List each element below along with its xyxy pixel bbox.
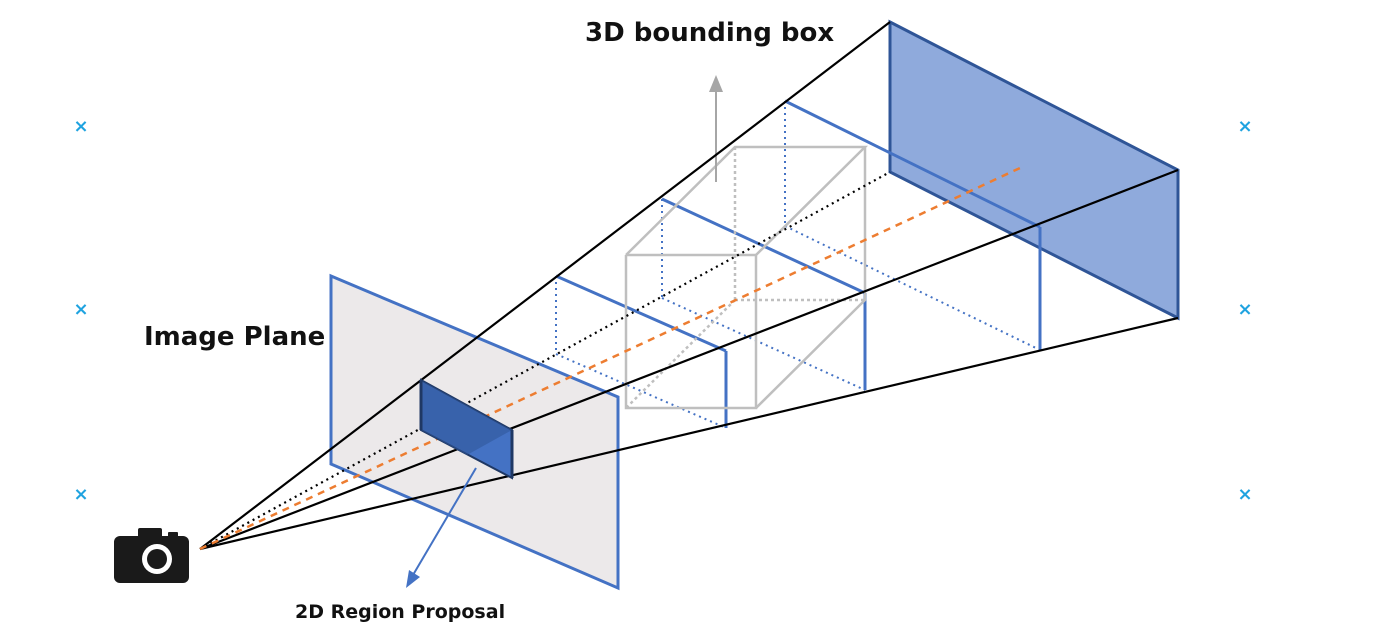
- frustum-slice-3: [784, 99, 1042, 351]
- marker-icon: ×: [1237, 299, 1253, 320]
- region-arrow: [406, 467, 477, 588]
- marker-icon: ×: [1237, 116, 1253, 137]
- frustum-slice-1: [555, 274, 728, 429]
- label-2d-region-proposal: 2D Region Proposal: [295, 601, 506, 623]
- marker-icon: ×: [73, 299, 89, 320]
- frustum-edges: [199, 21, 1179, 551]
- far-plane: [888, 19, 1180, 321]
- label-3d-bounding-box: 3D bounding box: [585, 18, 835, 48]
- marker-icon: ×: [1237, 484, 1253, 505]
- upward-arrow: [709, 75, 723, 182]
- marker-icon: ×: [73, 484, 89, 505]
- marker-icon: ×: [73, 116, 89, 137]
- label-image-plane: Image Plane: [144, 322, 326, 352]
- region-proposal-2d: [419, 378, 514, 480]
- camera-icon: [114, 528, 189, 583]
- frustum-slice-2: [661, 197, 867, 391]
